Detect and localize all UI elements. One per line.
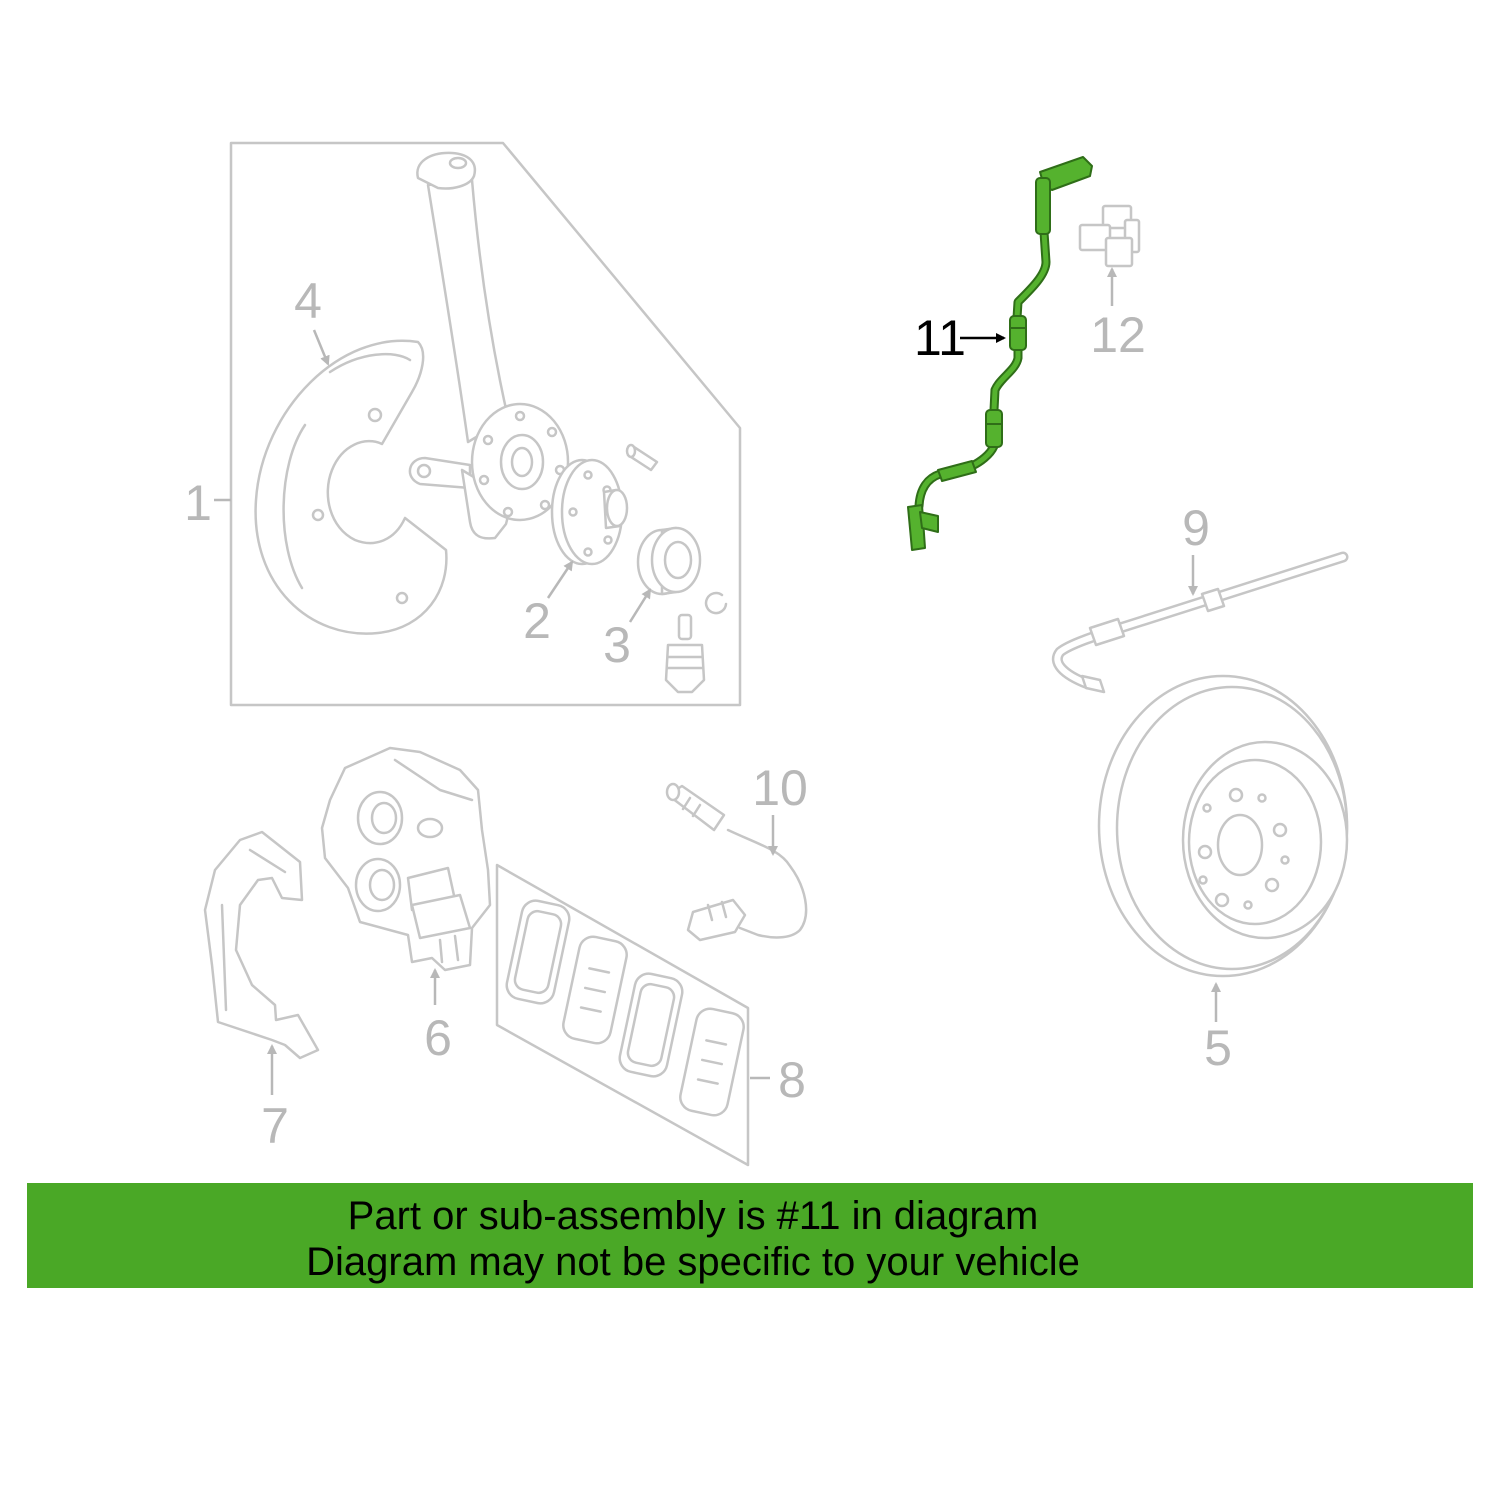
- part-11-wheel-speed-sensor: [907, 156, 1093, 551]
- callout-label-12: 12: [1090, 307, 1146, 363]
- callout-label-4: 4: [294, 273, 322, 329]
- callout-label-3: 3: [603, 617, 631, 673]
- part-info-banner: Part or sub-assembly is #11 in diagram D…: [27, 1183, 1473, 1288]
- callout-label-10: 10: [752, 760, 808, 816]
- callout-5: 5: [1204, 982, 1232, 1076]
- callout-label-2: 2: [523, 593, 551, 649]
- callout-4: 4: [294, 273, 330, 366]
- callout-label-8: 8: [778, 1052, 806, 1108]
- banner-line-disclaimer: Diagram may not be specific to your vehi…: [306, 1240, 1080, 1284]
- callout-2: 2: [523, 560, 574, 649]
- callout-label-6: 6: [424, 1010, 452, 1066]
- part-6-brake-caliper: [320, 746, 492, 972]
- part-7-caliper-bracket: [203, 830, 320, 1060]
- callout-10: 10: [752, 760, 808, 856]
- banner-text: Part or sub-assembly is #11 in diagram D…: [27, 1183, 1359, 1285]
- callout-3: 3: [603, 588, 652, 673]
- callout-label-5: 5: [1204, 1020, 1232, 1076]
- banner-line-part-number: Part or sub-assembly is #11 in diagram: [347, 1194, 1039, 1238]
- callout-1: 1: [184, 475, 231, 531]
- callout-9: 9: [1182, 500, 1210, 596]
- part-8-brake-pad-set: [495, 863, 750, 1167]
- part-12-sensor-bracket: [1078, 204, 1141, 268]
- guide-pin: [625, 443, 659, 472]
- callout-label-9: 9: [1182, 500, 1210, 556]
- callout-8: 8: [750, 1052, 806, 1108]
- callout-label-1: 1: [184, 475, 212, 531]
- part-1-assembly-panel: [229, 141, 742, 707]
- callout-12: 12: [1090, 267, 1146, 363]
- callout-label-11: 11: [914, 310, 966, 366]
- ball-joint: [664, 613, 706, 694]
- callout-11: 11: [914, 310, 1006, 366]
- snap-ring: [704, 591, 728, 615]
- part-10-pad-wear-sensor: [665, 782, 808, 942]
- part-9-brake-hose: [1051, 551, 1349, 694]
- callout-label-7: 7: [261, 1098, 289, 1154]
- callout-6: 6: [424, 968, 452, 1066]
- callout-7: 7: [261, 1044, 289, 1154]
- part-4-splash-shield: [254, 339, 448, 635]
- steering-knuckle: [408, 151, 570, 540]
- part-2-wheel-hub: [550, 458, 629, 566]
- part-5-brake-rotor: [1097, 674, 1349, 978]
- part-3-wheel-bearing: [636, 526, 702, 596]
